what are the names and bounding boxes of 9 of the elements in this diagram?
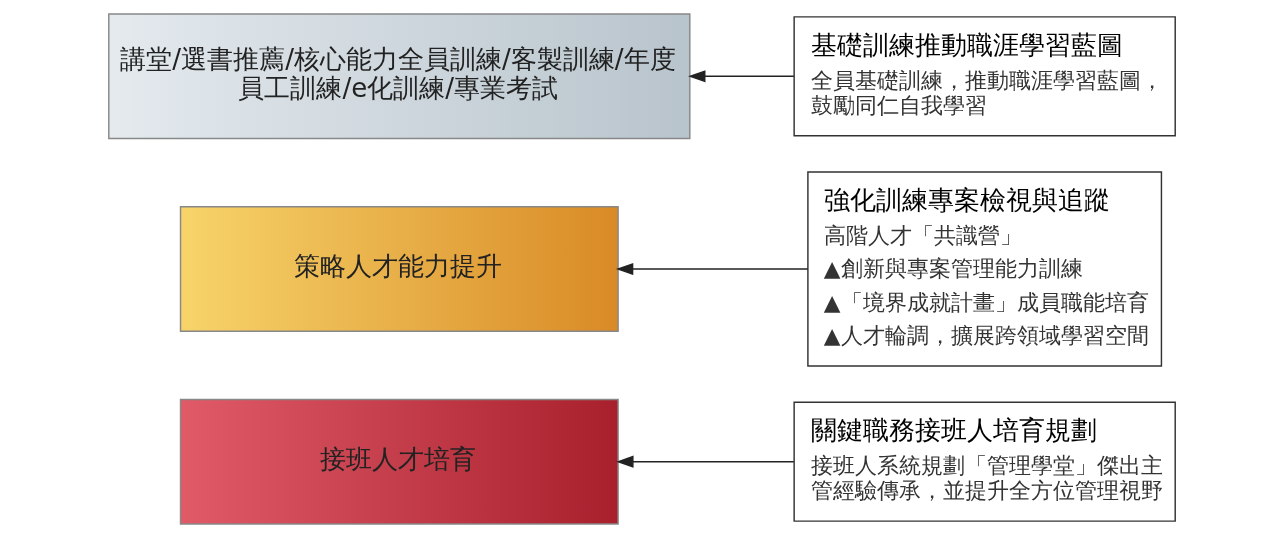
arrow: [615, 262, 809, 276]
node-box: 接班人才培育: [179, 398, 619, 525]
node-box: 策略人才能力提升: [179, 205, 619, 333]
node-box: 強化訓練專案檢視與追蹤 高階人才「共識營」 ▲創新與專案管理能力訓練 ▲「境界成就計畫」成員職能培育 ▲人才輪調，擴展跨領域學習空間: [807, 171, 1163, 367]
node-box: 基礎訓練推動職涯學習藍圖 全員基礎訓練，推動職涯學習藍圖，鼓勵同仁自我學習: [793, 16, 1176, 137]
arrow: [616, 455, 795, 468]
arrow: [688, 70, 795, 83]
node-box: 講堂/選書推薦/核心能力全員訓練/客製訓練/年度員工訓練/e化訓練/專業考試: [108, 13, 691, 140]
node-box: 關鍵職務接班人培育規劃 接班人系統規劃「管理學堂」傑出主管經驗傳承，並提升全方位管理視野: [793, 401, 1176, 522]
